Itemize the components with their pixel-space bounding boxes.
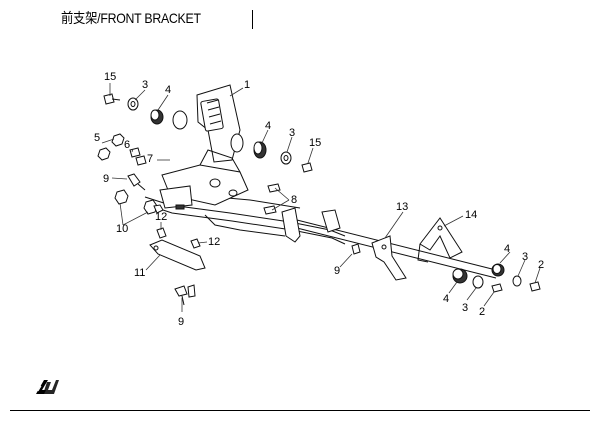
callout-2-far: 2 bbox=[538, 259, 544, 271]
part-13-bracket bbox=[371, 235, 407, 281]
callout-9-left: 9 bbox=[103, 173, 109, 185]
callout-15-right: 15 bbox=[309, 137, 321, 149]
title-separator bbox=[252, 10, 253, 29]
callout-3-left: 3 bbox=[142, 79, 148, 91]
callout-4-far: 4 bbox=[504, 243, 510, 255]
callout-5: 5 bbox=[94, 132, 100, 144]
rod-clamp bbox=[281, 207, 341, 243]
leader-lines bbox=[101, 83, 541, 312]
brand-logo-icon bbox=[36, 380, 59, 394]
bottom-rule bbox=[10, 410, 590, 411]
callouts: 15 3 4 1 4 3 15 5 6 7 9 8 10 12 12 11 9 … bbox=[94, 71, 544, 328]
callout-2-low: 2 bbox=[479, 306, 485, 318]
callout-8: 8 bbox=[291, 194, 297, 206]
page-title: 前支架/FRONT BRACKET bbox=[61, 10, 201, 26]
callout-10: 10 bbox=[116, 223, 128, 235]
callout-15-left: 15 bbox=[104, 71, 116, 83]
callout-11: 11 bbox=[134, 267, 145, 279]
callout-1: 1 bbox=[244, 79, 250, 91]
callout-6: 6 bbox=[124, 139, 130, 151]
callout-14: 14 bbox=[465, 209, 477, 221]
callout-3-low: 3 bbox=[462, 302, 468, 314]
part-11-link bbox=[149, 239, 206, 271]
hardware-right bbox=[253, 141, 541, 293]
callout-9-bottom: 9 bbox=[178, 316, 184, 328]
lower-left-bracket bbox=[159, 185, 193, 210]
hardware-left bbox=[97, 93, 201, 306]
callout-3-far: 3 bbox=[522, 251, 528, 263]
callout-3-upper: 3 bbox=[289, 127, 295, 139]
callout-4-left: 4 bbox=[165, 84, 171, 96]
callout-4-upper: 4 bbox=[265, 120, 271, 132]
part-14-triangle-bracket bbox=[417, 217, 463, 263]
callout-12-right: 12 bbox=[208, 236, 220, 248]
part-1-bracket-plate bbox=[172, 84, 244, 163]
callout-13: 13 bbox=[396, 201, 408, 213]
callout-4-low: 4 bbox=[443, 293, 449, 305]
callout-9-right: 9 bbox=[334, 265, 340, 277]
callout-12-left: 12 bbox=[155, 211, 167, 223]
callout-7: 7 bbox=[147, 153, 153, 165]
